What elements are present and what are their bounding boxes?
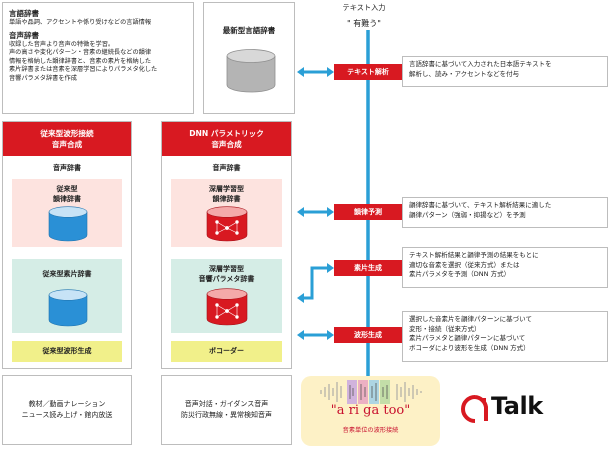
voice-dict-line: 声の高さや変化パターン・音素の継続長などの韻律 (9, 49, 152, 57)
step-desc-line: 韻律辞書に基づいて、テキスト解析結果に適した (409, 201, 552, 209)
step-desc-segment-generation: テキスト解析結果と韻律予測の結果をもとに 適切な音素を選択（従来方式）または 素… (402, 247, 608, 288)
dnn-synthesis-column: DNN パラメトリック 音声合成 音声辞書 深層学習型 韻律辞書 深層学習型 音… (161, 121, 292, 369)
dnn-acoustic-dict: 深層学習型 音響パラメタ辞書 (171, 259, 282, 333)
use-case-line: 音声対話・ガイダンス音声 (184, 400, 269, 408)
conventional-segment-dict: 従来型素片辞書 (12, 259, 122, 333)
step-desc-line: 解析し、読み・アクセントなどを付与 (409, 69, 520, 78)
gray-cylinder-icon (226, 49, 276, 93)
conventional-header: 従来型波形接続 音声合成 (3, 122, 131, 156)
conventional-use-cases: 教材／動画ナレーション ニュース読み上げ・館内放送 (2, 375, 132, 445)
step-desc-line: ボコーダにより波形を生成（DNN 方式） (409, 343, 530, 352)
dnn-use-cases: 音声対話・ガイダンス音声 防災行政無線・異常検知音声 (161, 375, 292, 445)
output-caption: 音素単位の波形接続 (342, 427, 399, 434)
step-desc-prosody-prediction: 韻律辞書に基づいて、テキスト解析結果に適した 韻律パターン（強弱・抑揚など）を予… (402, 197, 608, 228)
conventional-segment-label: 従来型素片辞書 (42, 270, 92, 278)
step-desc-line: 素片パラメタを予測（DNN 方式） (409, 270, 511, 278)
use-case-line: ニュース読み上げ・館内放送 (21, 411, 113, 419)
dnn-header-line: 音声合成 (211, 140, 242, 149)
dnn-voice-dict-label: 音声辞書 (212, 164, 241, 172)
conventional-waveform-generation: 従来型波形生成 (12, 341, 122, 362)
dnn-header-line: DNN パラメトリック (189, 129, 264, 138)
neural-cylinder-icon (206, 288, 248, 326)
waveform-icon (320, 380, 422, 404)
step-desc-waveform-generation: 選択した音素片を韻律パターンに基づいて 変形・接続（従来方式） 素片パラメタと韻… (402, 311, 608, 362)
lang-dict-text: 単語や品詞、アクセントや係り受けなどの言語情報 (9, 19, 152, 26)
blue-cylinder-icon (48, 289, 88, 327)
output-romaji: "a ri ga too" (330, 403, 411, 418)
step-tag-waveform-generation: 波形生成 (334, 327, 402, 343)
step-desc-line: 素片パラメタと韻律パターンに基づいて (409, 334, 526, 342)
step-desc-line: 適切な音素を選択（従来方式）または (409, 260, 520, 269)
voice-dict-line: 音響パラメタ辞書を作成 (9, 74, 77, 82)
voice-dict-line: 素片辞書または音素を深層学習によりパラメタ化した (9, 66, 158, 74)
logo-mark-icon (461, 395, 488, 423)
step-desc-line: 変形・接続（従来方式） (409, 324, 481, 333)
conventional-header-line: 従来型波形接続 (40, 129, 94, 138)
voice-dict-line: 収録した音声より音声の特徴を学習。 (9, 40, 115, 48)
dnn-header: DNN パラメトリック 音声合成 (162, 122, 291, 156)
step-desc-line: 言語辞書に基づいて入力された日本語テキストを (409, 60, 552, 68)
step-desc-line: 選択した音素片を韻律パターンに基づいて (409, 315, 532, 323)
dnn-acoustic-line: 音響パラメタ辞書 (198, 275, 255, 283)
use-case-line: 教材／動画ナレーション (28, 400, 106, 408)
dnn-acoustic-line: 深層学習型 (209, 265, 244, 273)
text-input-value: " 有難う" (347, 19, 381, 28)
voice-dict-line: 情報を格納した韻律辞書と、音素の素片を格納した (9, 57, 152, 65)
latest-dict-title: 最新型言語辞書 (222, 26, 276, 35)
step-tag-prosody-prediction: 韻律予測 (334, 204, 402, 220)
step-tag-text-analysis: テキスト解析 (334, 64, 402, 80)
step-desc-line: 韻律パターン（強弱・抑揚など）を予測 (409, 210, 526, 219)
conventional-synthesis-column: 従来型波形接続 音声合成 音声辞書 従来型 韻律辞書 従来型素片辞書 従来型波形… (2, 121, 132, 369)
step-desc-line: テキスト解析結果と韻律予測の結果をもとに (409, 251, 539, 259)
conventional-prosody-dict: 従来型 韻律辞書 (12, 179, 122, 247)
use-case-line: 防災行政無線・異常検知音声 (181, 411, 272, 419)
dnn-prosody-dict: 深層学習型 韻律辞書 (171, 179, 282, 247)
voice-dict-title: 音声辞書 (9, 30, 39, 40)
latest-language-dictionary: 最新型言語辞書 (203, 2, 295, 114)
conventional-prosody-line: 韻律辞書 (53, 195, 81, 203)
dnn-vocoder: ボコーダー (171, 341, 282, 362)
waveform-output: "a ri ga too" 音素単位の波形接続 (301, 376, 440, 446)
text-input-label: テキスト入力 (342, 3, 386, 12)
lang-dict-title: 言語辞書 (9, 9, 39, 18)
conventional-voice-dict-label: 音声辞書 (53, 164, 81, 172)
conventional-header-line: 音声合成 (51, 140, 83, 149)
step-tag-segment-generation: 素片生成 (334, 260, 402, 276)
conventional-prosody-line: 従来型 (56, 185, 78, 193)
ai-talk-logo: Talk (461, 392, 581, 424)
logo-text: Talk (491, 392, 543, 420)
dnn-prosody-line: 深層学習型 (209, 185, 244, 193)
blue-cylinder-icon (48, 206, 88, 242)
dnn-prosody-line: 韻律辞書 (212, 195, 241, 203)
neural-cylinder-icon (206, 206, 248, 242)
dictionary-legend: 言語辞書 単語や品詞、アクセントや係り受けなどの言語情報 音声辞書 収録した音声… (2, 2, 194, 114)
step-desc-text-analysis: 言語辞書に基づいて入力された日本語テキストを 解析し、読み・アクセントなどを付与 (402, 56, 608, 87)
